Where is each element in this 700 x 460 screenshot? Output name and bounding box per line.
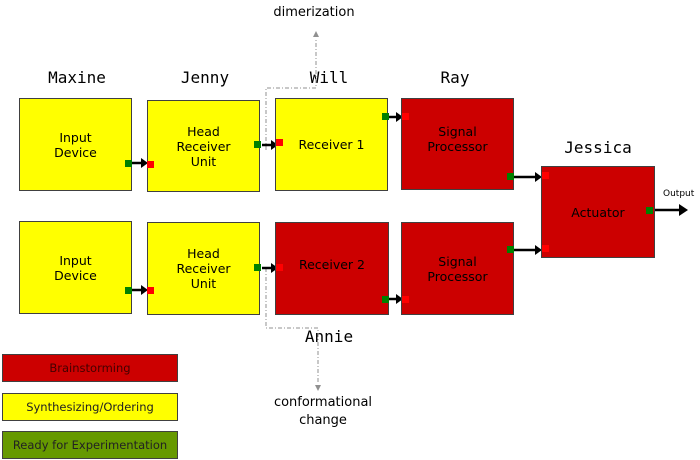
- owner-annie: Annie: [304, 327, 354, 346]
- arrowhead: [535, 172, 542, 182]
- arrowhead: [679, 204, 688, 216]
- output-port[interactable]: [382, 113, 389, 120]
- block-signal-processor-2[interactable]: Signal Processor: [401, 222, 514, 315]
- owner-jessica: Jessica: [564, 138, 632, 157]
- arrowhead: [396, 112, 403, 122]
- output-port[interactable]: [254, 141, 261, 148]
- block-receiver-2[interactable]: Receiver 2: [275, 222, 389, 315]
- input-port[interactable]: [276, 264, 283, 271]
- input-port[interactable]: [402, 296, 409, 303]
- output-port[interactable]: [507, 246, 514, 253]
- owner-will: Will: [309, 68, 349, 87]
- input-port[interactable]: [147, 161, 154, 168]
- input-port[interactable]: [276, 139, 283, 146]
- block-receiver-1[interactable]: Receiver 1: [275, 98, 388, 191]
- dimerization-arrowhead: [313, 31, 319, 37]
- arrowhead: [396, 294, 403, 304]
- block-actuator[interactable]: Actuator: [541, 166, 655, 258]
- conformational-arrowhead: [315, 385, 321, 391]
- owner-ray: Ray: [440, 68, 470, 87]
- block-head-receiver-unit-1[interactable]: Head Receiver Unit: [147, 100, 260, 192]
- output-port[interactable]: [382, 296, 389, 303]
- owner-maxine: Maxine: [48, 68, 106, 87]
- output-port[interactable]: [254, 264, 261, 271]
- block-signal-processor-1[interactable]: Signal Processor: [401, 98, 514, 190]
- arrowhead: [271, 263, 278, 273]
- output-port[interactable]: [125, 160, 132, 167]
- legend-ready-for-experimentation: Ready for Experimentation: [2, 431, 178, 459]
- output-port[interactable]: [125, 287, 132, 294]
- arrowhead: [141, 285, 148, 295]
- input-port[interactable]: [542, 245, 549, 252]
- output-port[interactable]: [646, 207, 653, 214]
- dimerization-link: [265, 38, 317, 150]
- conformational-link: [265, 268, 319, 384]
- input-port[interactable]: [402, 113, 409, 120]
- arrowhead: [535, 245, 542, 255]
- output-port[interactable]: [507, 173, 514, 180]
- input-port[interactable]: [147, 287, 154, 294]
- block-input-device-1[interactable]: Input Device: [19, 98, 132, 191]
- input-port[interactable]: [542, 172, 549, 179]
- legend-brainstorming: Brainstorming: [2, 354, 178, 382]
- arrowhead: [141, 158, 148, 168]
- block-input-device-2[interactable]: Input Device: [19, 221, 132, 314]
- owner-jenny: Jenny: [180, 68, 230, 87]
- annotation-dimerization: dimerization: [273, 5, 355, 20]
- legend-synthesizing-ordering: Synthesizing/Ordering: [2, 393, 178, 421]
- output-label: Output: [663, 189, 695, 199]
- block-head-receiver-unit-2[interactable]: Head Receiver Unit: [147, 222, 260, 315]
- annotation-conformational-change: conformational change: [273, 395, 373, 428]
- arrowhead: [271, 140, 278, 150]
